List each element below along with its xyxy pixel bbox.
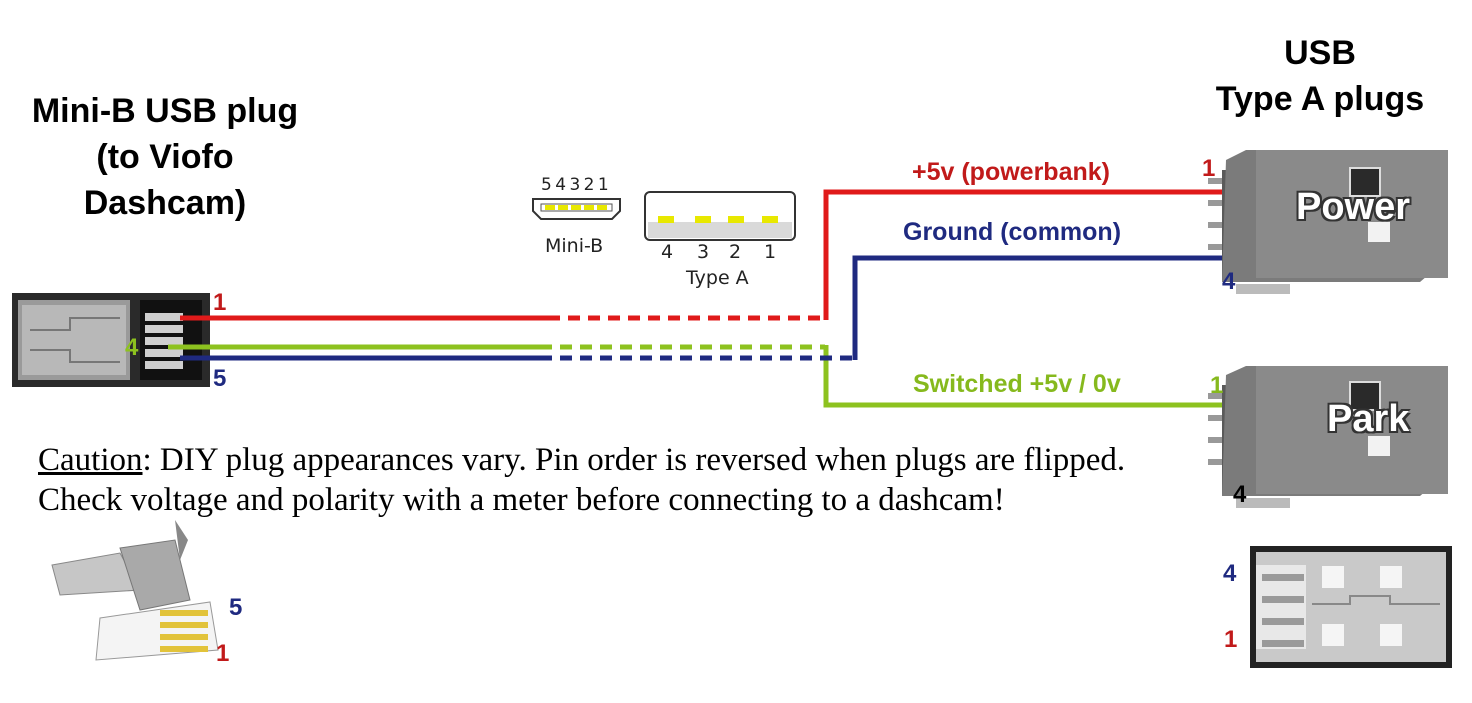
pin-label-front-4: 4 (1223, 560, 1237, 587)
type-a-pin-3: 3 (697, 241, 710, 263)
wire-label-switched: Switched +5v / 0v (913, 370, 1121, 398)
pin-label-power-1: 1 (1202, 155, 1216, 182)
usb-a-plug-power-image (1208, 150, 1448, 294)
wire-switched-green (168, 344, 1222, 408)
usb-a-title: USB Type A plugs (1190, 30, 1450, 122)
pin-label-park-4: 4 (1233, 481, 1247, 508)
mini-b-title-line2: (to Viofo (96, 138, 234, 176)
mini-b-title: Mini-B USB plug (to Viofo Dashcam) (10, 88, 320, 226)
caution-text: Caution: DIY plug appearances vary. Pin … (38, 440, 1125, 520)
pin-label-mini-4: 4 (125, 334, 139, 361)
mini-b-plug-image (12, 293, 210, 387)
caution-line2: Check voltage and polarity with a meter … (38, 482, 1005, 518)
usb-a-title-line2: Type A plugs (1215, 80, 1425, 118)
pin-label-front-1: 1 (1224, 626, 1238, 653)
wire-power-red (180, 189, 1222, 321)
mini-b-label: Mini-B (545, 235, 604, 257)
pin-label-mini-1: 1 (213, 289, 227, 316)
pin-label-power-4: 4 (1222, 268, 1236, 295)
mini-b-pinout-icon (532, 198, 621, 220)
caution-heading: Caution (38, 442, 143, 478)
type-a-pinout-icon (644, 191, 796, 241)
mini-b-title-line1: Mini-B USB plug (31, 92, 299, 130)
usb-a-title-line1: USB (1284, 34, 1356, 72)
plug-name-power: Power (1296, 186, 1411, 228)
plug-name-park: Park (1327, 398, 1410, 440)
pin-label-park-1: 1 (1210, 372, 1224, 399)
type-a-pin-4: 4 (661, 241, 674, 263)
mini-b-title-line3: Dashcam) (83, 184, 247, 222)
caution-line1-rest: : DIY plug appearances vary. Pin order i… (142, 442, 1126, 478)
wire-label-ground: Ground (common) (903, 218, 1122, 246)
pin-label-diy-5: 5 (229, 594, 243, 621)
usb-a-plug-park-image (1208, 366, 1448, 508)
pin-label-mini-5: 5 (213, 365, 227, 392)
mini-b-pin-numbers: 5 4 3 2 1 (541, 175, 609, 195)
caution-line1: Caution: DIY plug appearances vary. Pin … (38, 440, 1125, 480)
mini-b-diy-plug-image (51, 520, 219, 661)
type-a-label: Type A (686, 267, 749, 289)
wire-label-power: +5v (powerbank) (912, 158, 1110, 186)
pin-label-diy-1: 1 (216, 640, 230, 667)
wire-ground-navy (180, 255, 1222, 361)
type-a-pin-1: 1 (764, 241, 777, 263)
type-a-pin-2: 2 (729, 241, 742, 263)
usb-a-front-view-image (1250, 546, 1452, 668)
